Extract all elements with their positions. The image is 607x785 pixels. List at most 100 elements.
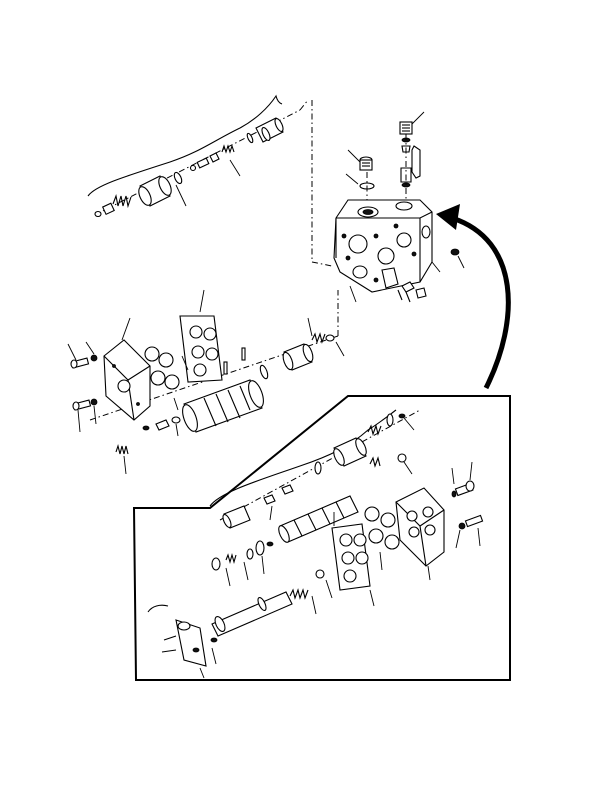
dowel-pin: [241, 347, 246, 361]
leader-line: [261, 555, 265, 575]
inset-spring-upper: [367, 424, 382, 436]
inset-spring-lower: [225, 552, 237, 565]
leader-line: [469, 461, 473, 481]
bracket-part: [411, 145, 421, 179]
body-bore: [396, 232, 412, 248]
body-bore: [352, 265, 368, 279]
washer-small: [94, 210, 102, 218]
leader-line: [181, 355, 189, 371]
plug-mid: [155, 419, 170, 431]
inset-plug-left: [222, 505, 251, 529]
plug-side: [450, 248, 460, 256]
pin-small: [101, 202, 115, 216]
leader-line: [225, 567, 231, 587]
leader-line: [123, 455, 127, 475]
inset-gasket-plate: [331, 523, 371, 591]
leader-line: [307, 317, 313, 337]
washer-mid: [325, 334, 335, 342]
leader-line: [85, 341, 95, 355]
middle-assembly-group: [67, 289, 345, 475]
leader-line: [403, 417, 415, 431]
inset-ring: [397, 453, 407, 463]
inset-axis-line: [219, 409, 421, 521]
inset-o-ring-set: [364, 506, 400, 550]
leader-line: [451, 467, 455, 485]
body-bore: [348, 234, 368, 254]
inset-brace: [209, 409, 397, 507]
upper-brace: [87, 94, 283, 197]
leader-line: [325, 579, 333, 599]
o-ring-small: [246, 132, 254, 144]
inset-nut: [281, 484, 294, 495]
inset-end-cap: [395, 487, 445, 567]
sleeve-upper: [138, 175, 172, 207]
plug-small: [196, 157, 210, 169]
leader-line: [211, 647, 217, 665]
dowel-pin: [223, 361, 228, 375]
inset-bracket: [147, 604, 218, 667]
inset-sleeve: [333, 437, 367, 467]
top-fitting-right: [399, 121, 413, 188]
spring-mid: [311, 332, 326, 344]
inset-spring-small: [369, 456, 381, 468]
inset-cap-screw-upper: [451, 480, 475, 498]
leader-line: [311, 595, 317, 615]
leader-line: [199, 289, 205, 313]
inset-retainer: [255, 540, 265, 556]
spring-upper: [112, 194, 132, 209]
leader-line: [477, 527, 481, 547]
leader-line: [229, 159, 241, 177]
leader-line: [455, 529, 461, 549]
vertical-assembly-jog: [311, 261, 333, 267]
leader-line: [335, 341, 345, 357]
leader-line: [175, 423, 179, 437]
curved-arrow-icon: [436, 204, 511, 390]
leader-line: [457, 255, 465, 269]
nut-small: [209, 152, 220, 163]
detail-inset: [132, 395, 511, 681]
leader-line: [199, 667, 205, 679]
leader-line: [347, 149, 361, 163]
leader-line: [173, 397, 179, 411]
cap-screw-upper: [70, 354, 98, 369]
leader-line: [369, 589, 375, 607]
leader-line: [269, 505, 273, 521]
leader-line: [379, 551, 383, 571]
cap-screw-lower: [72, 398, 98, 411]
valve-body: [333, 199, 433, 293]
upper-axis-jog: [299, 99, 309, 111]
leader-line: [77, 409, 81, 433]
o-ring-set-left: [144, 346, 180, 390]
inset-washer: [386, 413, 394, 427]
side-port: [421, 225, 431, 239]
leader-line: [345, 173, 359, 185]
spring-small: [221, 144, 235, 154]
piston-mid: [282, 343, 314, 371]
inset-retainer-rod: [315, 569, 325, 579]
inset-nut: [263, 494, 276, 505]
leader-line: [431, 261, 441, 273]
inset-washer-lower: [211, 557, 221, 571]
inset-spring-rod: [289, 588, 309, 600]
leader-line: [93, 405, 97, 425]
o-ring-mid: [259, 364, 269, 380]
leader-line: [427, 565, 431, 581]
valve-body-group: [333, 111, 465, 303]
end-cap-left: [103, 339, 151, 421]
leader-line: [121, 317, 131, 341]
o-ring-upper: [173, 171, 183, 185]
inset-spool: [278, 495, 359, 543]
leader-line: [67, 343, 77, 361]
inset-o-ring: [314, 461, 322, 475]
leader-line: [175, 184, 187, 207]
inset-cap-screw-lower: [458, 514, 484, 530]
leader-line: [403, 461, 413, 475]
leader-line: [243, 561, 249, 581]
inset-rod: [211, 591, 293, 637]
spool-piece-upper: [255, 117, 284, 143]
body-bore: [377, 247, 395, 265]
leader-line: [349, 285, 357, 303]
upper-spool-group: [87, 94, 333, 267]
